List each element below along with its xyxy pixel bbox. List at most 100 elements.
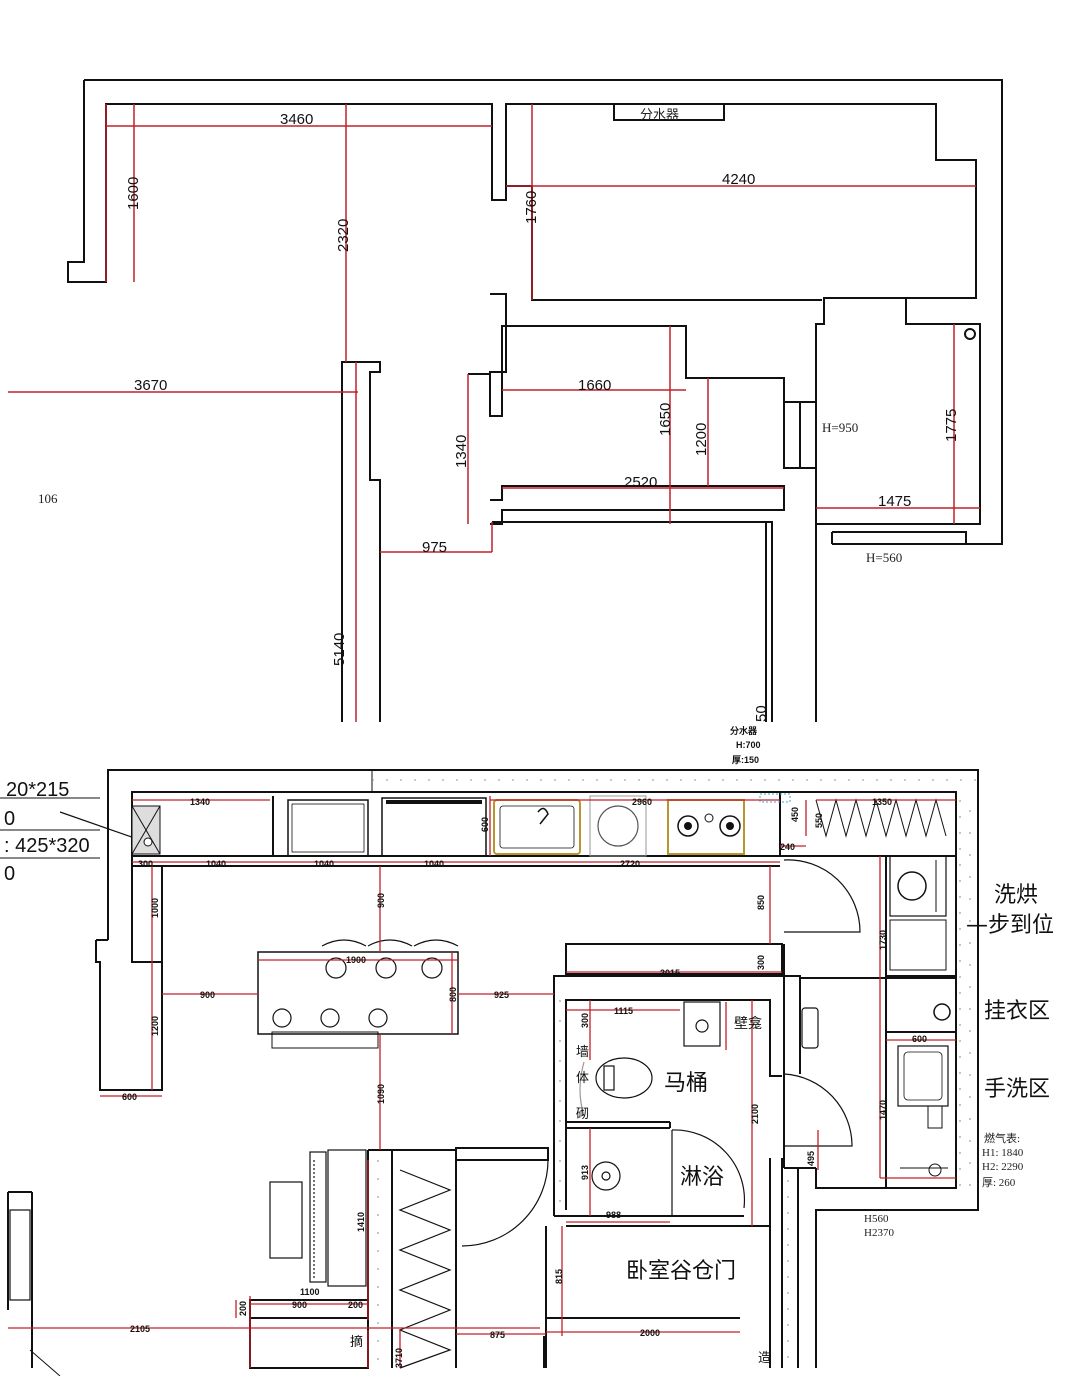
dim-1470: 1470 bbox=[878, 1100, 888, 1120]
dim-850: 850 bbox=[756, 895, 766, 910]
dim-1900: 1900 bbox=[346, 955, 366, 965]
left-notes: 20*215 0 : 425*320 0 bbox=[0, 779, 147, 885]
dim-975: 975 bbox=[422, 539, 447, 556]
bathroom-fixtures bbox=[461, 859, 861, 1247]
dim-4240: 4240 bbox=[722, 171, 755, 188]
height-h560: H560 bbox=[864, 1213, 889, 1225]
dim-300-b: 300 bbox=[756, 955, 766, 970]
area-labels: 洗烘 —步到位 挂衣区 手洗区 马桶 淋浴 卧室谷仓门 壁龛 墙 体 砌 摘 造 bbox=[350, 883, 1054, 1366]
bottom-dim-labels: 1340 2960 1350 450 550 600 240 300 1040 … bbox=[122, 797, 927, 1368]
dim-1040-c: 1040 bbox=[424, 859, 444, 869]
note-line-2: 0 bbox=[4, 808, 15, 830]
dim-1100: 1100 bbox=[300, 1287, 320, 1297]
dim-1340: 1340 bbox=[453, 435, 470, 468]
label-toilet: 马桶 bbox=[664, 1071, 708, 1096]
dim-913: 913 bbox=[580, 1165, 590, 1180]
dim-1340: 1340 bbox=[190, 797, 210, 807]
height-h2370: H2370 bbox=[864, 1227, 894, 1239]
dim-2105: 2105 bbox=[130, 1324, 150, 1334]
note-h700: H:700 bbox=[736, 740, 761, 750]
gas-meter-h2: H2: 2290 bbox=[982, 1161, 1024, 1173]
label-dryer: 洗烘 bbox=[994, 883, 1038, 908]
dim-200-a: 200 bbox=[238, 1301, 248, 1316]
dim-1475: 1475 bbox=[878, 493, 911, 510]
label-wall-5: 造 bbox=[758, 1351, 771, 1366]
dim-600: 600 bbox=[480, 817, 490, 832]
gas-meter-note: 燃气表: H1: 1840 H2: 2290 厚: 260 bbox=[982, 1131, 1024, 1189]
dim-3670: 3670 bbox=[134, 377, 167, 394]
label-wall-3: 砌 bbox=[576, 1107, 589, 1122]
dim-300-c: 300 bbox=[580, 1013, 590, 1028]
height-560: H=560 bbox=[866, 550, 902, 565]
top-walls bbox=[67, 79, 1003, 722]
dim-1200: 1200 bbox=[693, 423, 710, 456]
label-wall-4: 摘 bbox=[350, 1334, 363, 1350]
height-950: H=950 bbox=[822, 420, 858, 435]
dim-900-h: 900 bbox=[200, 990, 215, 1000]
dim-925: 925 bbox=[494, 990, 509, 1000]
dim-1090: 1090 bbox=[376, 1084, 386, 1104]
dim-1040-a: 1040 bbox=[206, 859, 226, 869]
dim-1600: 1600 bbox=[125, 177, 142, 210]
dim-240: 240 bbox=[780, 842, 795, 852]
dim-495: 495 bbox=[806, 1151, 816, 1166]
dim-1200: 1200 bbox=[150, 1016, 160, 1036]
label-barn-door: 卧室谷仓门 bbox=[626, 1259, 736, 1284]
note-distributor: 分水器 bbox=[730, 725, 758, 736]
dim-2100: 2100 bbox=[750, 1104, 760, 1124]
dim-450: 450 bbox=[790, 807, 800, 822]
dim-1775: 1775 bbox=[943, 409, 960, 442]
dim-800: 800 bbox=[448, 987, 458, 1002]
dim-2320: 2320 bbox=[335, 219, 352, 252]
room-id-106: 106 bbox=[38, 491, 58, 506]
kitchen-island bbox=[257, 939, 459, 1049]
dim-3710: 3710 bbox=[394, 1348, 404, 1368]
dim-cut: 50 bbox=[753, 705, 770, 722]
note-line-1: 20*215 bbox=[6, 779, 69, 801]
dim-1350: 1350 bbox=[872, 797, 892, 807]
dim-600-b: 600 bbox=[912, 1034, 927, 1044]
dim-1660: 1660 bbox=[578, 377, 611, 394]
kitchen-appliances bbox=[131, 793, 951, 1177]
note-line-3: : 425*320 bbox=[4, 835, 90, 857]
gas-meter-h1: H1: 1840 bbox=[982, 1147, 1024, 1159]
dim-900-v: 900 bbox=[376, 893, 386, 908]
dim-1000: 1000 bbox=[150, 898, 160, 918]
dim-550: 550 bbox=[814, 813, 824, 828]
label-handwash: 手洗区 bbox=[984, 1077, 1050, 1102]
dim-1730: 1730 bbox=[878, 930, 888, 950]
dim-815: 815 bbox=[554, 1269, 564, 1284]
dim-1410: 1410 bbox=[356, 1212, 366, 1232]
label-hanging: 挂衣区 bbox=[984, 999, 1050, 1024]
label-niche: 壁龛 bbox=[734, 1016, 762, 1032]
label-wall-2: 体 bbox=[576, 1071, 589, 1086]
bottom-plan: 分水器 H:700 厚:150 20*215 0 : 425*320 0 bbox=[0, 725, 1054, 1376]
label-wall-1: 墙 bbox=[576, 1045, 589, 1060]
top-plan: 分水器 3460 1600 2320 1760 4240 3670 1660 1… bbox=[8, 79, 1003, 722]
bottom-walls bbox=[7, 769, 979, 1369]
dim-2015: 2015 bbox=[660, 968, 680, 978]
bottom-dimension-lines bbox=[8, 796, 956, 1368]
label-in-place: —步到位 bbox=[966, 913, 1054, 938]
dim-1650: 1650 bbox=[657, 403, 674, 436]
dim-1115: 1115 bbox=[614, 1006, 633, 1016]
dim-900-c: 900 bbox=[292, 1300, 307, 1310]
label-shower: 淋浴 bbox=[680, 1165, 724, 1190]
dim-5140: 5140 bbox=[331, 633, 348, 666]
note-thick150: 厚:150 bbox=[732, 755, 759, 765]
dim-875: 875 bbox=[490, 1330, 505, 1340]
gas-meter-thick: 厚: 260 bbox=[982, 1176, 1016, 1189]
dim-2520: 2520 bbox=[624, 474, 657, 491]
hatched-walls bbox=[372, 779, 978, 1368]
water-distributor-label: 分水器 bbox=[640, 107, 679, 122]
dim-2720: 2720 bbox=[620, 859, 640, 869]
dim-200-b: 200 bbox=[348, 1300, 363, 1310]
dim-2000: 2000 bbox=[640, 1328, 660, 1338]
dim-3460: 3460 bbox=[280, 111, 313, 128]
gas-meter-title: 燃气表: bbox=[984, 1131, 1020, 1145]
dim-2960: 2960 bbox=[632, 797, 652, 807]
dim-988: 988 bbox=[606, 1210, 621, 1220]
left-furniture bbox=[9, 1149, 452, 1376]
dim-1040-b: 1040 bbox=[314, 859, 334, 869]
